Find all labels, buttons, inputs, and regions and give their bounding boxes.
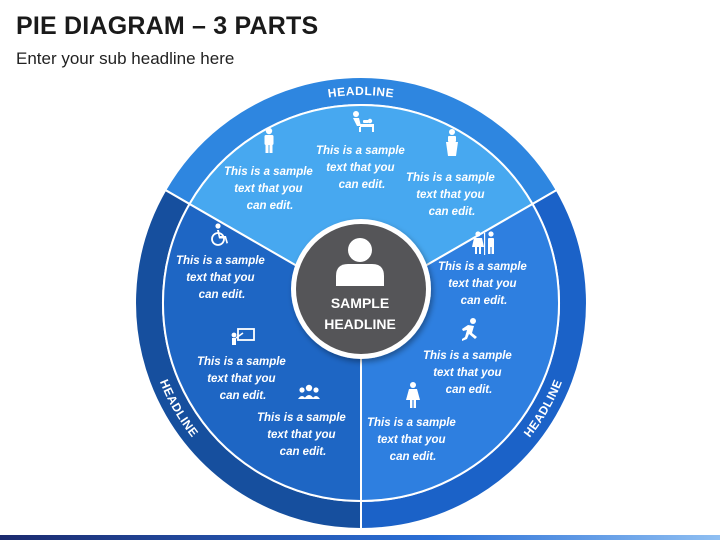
- center-headline-line-2: HEADLINE: [324, 316, 396, 332]
- segment-3-item-1: This is a sample text that you can edit.: [257, 384, 349, 458]
- baby-changing-icon: [353, 111, 374, 132]
- wheelchair-icon: [211, 223, 228, 246]
- svg-text:This is a sample text th: This is a sample text that you can edit.: [257, 412, 349, 458]
- woman-icon: [406, 382, 420, 408]
- segment-1-item-3: This is a sample text that you can edit.: [406, 129, 498, 218]
- page-title: PIE DIAGRAM – 3 PARTS: [16, 12, 319, 40]
- segment-3-item-3: This is a sample text that you can edit.: [176, 223, 268, 301]
- center-headline-line-1: SAMPLE: [331, 295, 389, 311]
- segment-2-item-2: This is a sample text that you can edit.: [423, 318, 515, 396]
- svg-text:This is a sample text th: This is a sample text that you can edit.: [438, 261, 530, 307]
- segment-3-item-2: This is a sample text that you can edit.: [197, 328, 289, 402]
- pie-segments: [161, 103, 561, 503]
- svg-text:This is a sample text th: This is a sample text that you can edit.: [406, 172, 498, 218]
- group-icon: [298, 384, 320, 399]
- svg-text:This is a sample text th: This is a sample text that you can edit.: [423, 350, 515, 396]
- svg-text:This is a sample text th: This is a sample text that you can edit.: [176, 255, 268, 301]
- segment-1-headline: HEADLINE: [327, 84, 395, 101]
- person-icon: [336, 238, 384, 286]
- restroom-icon: [472, 231, 494, 255]
- bottom-accent-bar: [0, 535, 720, 540]
- person-icon: [264, 127, 274, 153]
- svg-text:This is a sample text th: This is a sample text that you can edit.: [224, 166, 316, 212]
- presentation-icon: [231, 328, 255, 345]
- svg-text:This is a sample text th: This is a sample text that you can edit.: [367, 417, 459, 463]
- segment-1-item-1: This is a sample text that you can edit.: [224, 127, 316, 212]
- center-hub: SAMPLE HEADLINE: [291, 219, 431, 359]
- segment-2-item-3: This is a sample text that you can edit.: [367, 382, 459, 463]
- svg-text:This is a sample text th: This is a sample text that you can edit.: [316, 145, 408, 191]
- speaker-podium-icon: [446, 129, 458, 156]
- segment-2-item-1: This is a sample text that you can edit.: [438, 231, 530, 307]
- segment-1-item-2: This is a sample text that you can edit.: [316, 111, 408, 191]
- running-person-icon: [462, 318, 477, 341]
- svg-text:This is a sample text th: This is a sample text that you can edit.: [197, 356, 289, 402]
- page-subtitle: Enter your sub headline here: [16, 49, 235, 68]
